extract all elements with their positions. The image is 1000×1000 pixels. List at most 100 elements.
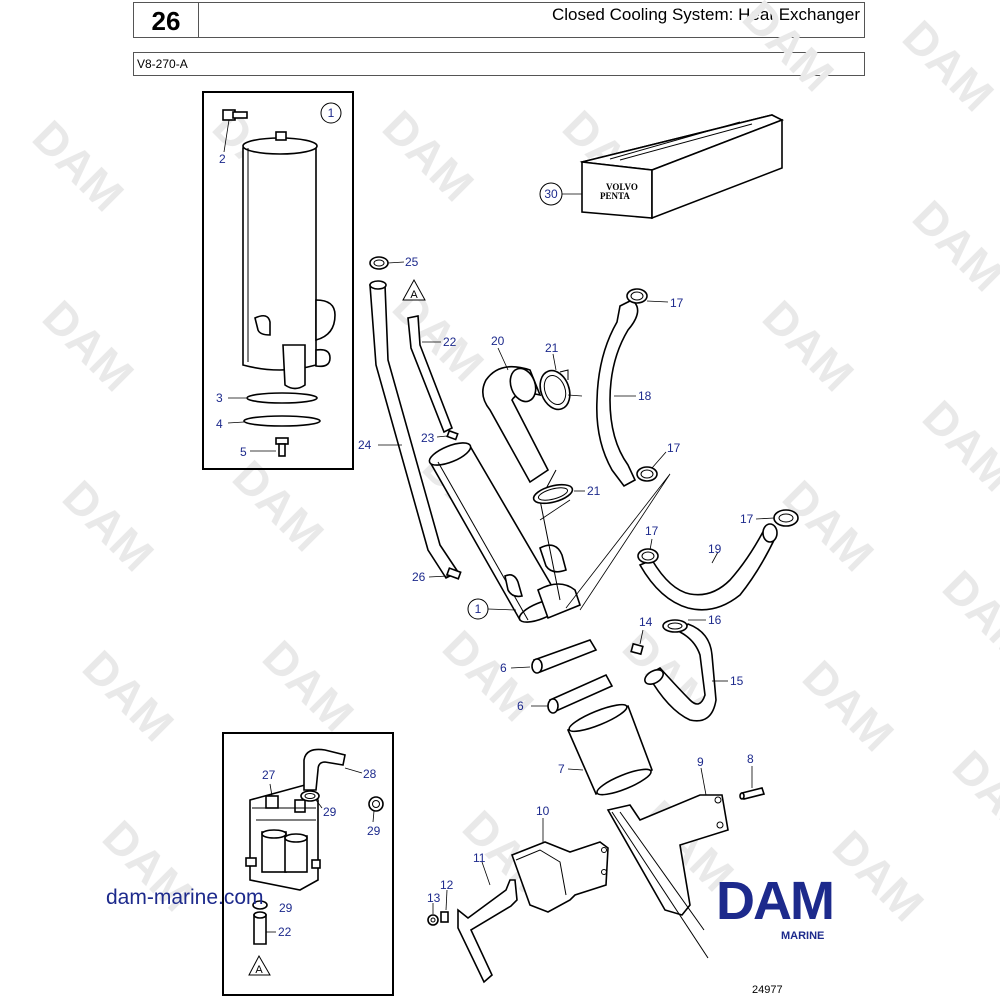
- dam-logo-subtitle: MARINE: [781, 930, 825, 942]
- clamp-17-top: [626, 288, 648, 304]
- clamp-26: [445, 567, 462, 580]
- zinc-anode-7: [566, 703, 654, 796]
- bracket-9: [606, 794, 729, 916]
- clamp-14: [630, 642, 644, 656]
- label-4: 4: [216, 417, 223, 431]
- clamp-29-c: [252, 900, 268, 910]
- clamp-21-lower: [532, 483, 574, 505]
- callout-1-main: 1: [475, 602, 482, 616]
- clamp-17-right: [773, 509, 799, 527]
- gasket-4: [243, 415, 321, 427]
- label-27: 27: [262, 768, 276, 782]
- label-17-a: 17: [670, 296, 684, 310]
- o-ring-3: [246, 392, 318, 404]
- label-29-b: 29: [367, 824, 381, 838]
- label-26: 26: [412, 570, 426, 584]
- label-25: 25: [405, 255, 419, 269]
- label-29-c: 29: [279, 901, 293, 915]
- clamp-21-upper: [539, 369, 571, 411]
- heat-exchanger-main: [428, 442, 581, 623]
- model-code: V8-270-A: [133, 52, 865, 76]
- clamp-23: [446, 429, 459, 441]
- label-18: 18: [638, 389, 652, 403]
- marker-a-bottom: A: [255, 964, 263, 976]
- watermark-1: DAM: [23, 110, 134, 221]
- label-8: 8: [747, 752, 754, 766]
- marker-a-top: A: [410, 289, 418, 301]
- label-15: 15: [730, 674, 744, 688]
- box-brand-penta: PENTA: [600, 191, 630, 201]
- marker-a-bottom-triangle: [248, 954, 271, 976]
- label-19: 19: [708, 542, 722, 556]
- label-3: 3: [216, 391, 223, 405]
- label-17-b: 17: [667, 441, 681, 455]
- watermark-16: DAM: [73, 640, 184, 751]
- watermark-18: DAM: [433, 620, 544, 731]
- watermark-9: DAM: [753, 290, 864, 401]
- label-21-lower: 21: [587, 484, 601, 498]
- watermark-3: DAM: [373, 100, 484, 211]
- bolt-2: [222, 109, 248, 121]
- label-13: 13: [427, 891, 441, 905]
- label-17-d: 17: [740, 512, 754, 526]
- clamp-16: [662, 619, 688, 633]
- heat-exchanger-inset: [242, 131, 336, 390]
- label-7: 7: [558, 762, 565, 776]
- clamp-17-lower: [637, 548, 659, 564]
- label-23: 23: [421, 431, 435, 445]
- label-28: 28: [363, 767, 377, 781]
- callout-1-inset: 1: [328, 106, 335, 120]
- watermark-7: DAM: [33, 290, 144, 401]
- label-24: 24: [358, 438, 372, 452]
- clamp-29-b: [368, 796, 384, 812]
- label-14: 14: [639, 615, 653, 629]
- label-12: 12: [440, 878, 454, 892]
- header-box: 26 Closed Cooling System: Heat Exchanger: [133, 2, 865, 38]
- watermark-layer: DAM DAM DAM DAM DAM DAM DAM DAM DAM DAM …: [23, 0, 1000, 931]
- inset-box-bottom: [222, 732, 394, 996]
- stud-8: [739, 787, 766, 800]
- pump-assembly: [245, 784, 321, 891]
- hose-22-top: [407, 315, 454, 434]
- hose-28: [303, 748, 346, 791]
- page-title: Closed Cooling System: Heat Exchanger: [551, 5, 860, 24]
- dam-logo: DAM: [716, 871, 835, 931]
- label-5: 5: [240, 445, 247, 459]
- label-16: 16: [708, 613, 722, 627]
- label-22-top: 22: [443, 335, 457, 349]
- box-brand-volvo: VOLVO: [606, 182, 638, 192]
- label-17-c: 17: [645, 524, 659, 538]
- label-29-a: 29: [323, 805, 337, 819]
- watermark-12: DAM: [223, 450, 334, 561]
- watermark-15: DAM: [913, 390, 1000, 501]
- seal-ring-6-upper: [531, 639, 598, 674]
- label-21-upper: 21: [545, 341, 559, 355]
- label-20: 20: [491, 334, 505, 348]
- label-22-bottom: 22: [278, 925, 292, 939]
- label-6-lower: 6: [517, 699, 524, 713]
- watermark-21: DAM: [933, 560, 1000, 671]
- watermark-10: DAM: [903, 190, 1000, 301]
- watermark-26: DAM: [943, 740, 1000, 851]
- label-6-upper: 6: [500, 661, 507, 675]
- hose-18: [595, 299, 639, 488]
- website-link[interactable]: dam-marine.com: [106, 886, 264, 909]
- clamp-17-mid: [636, 466, 658, 482]
- seal-ring-6-lower: [547, 673, 614, 714]
- watermark-6: DAM: [893, 10, 1000, 121]
- watermark-17: DAM: [253, 630, 364, 741]
- screw-5: [275, 437, 289, 457]
- hose-22-bottom: [253, 914, 267, 945]
- bracket-10: [510, 841, 609, 913]
- inset-box-top: [202, 91, 354, 470]
- clamp-29-a: [300, 790, 320, 802]
- page-number: 26: [134, 3, 199, 37]
- watermark-5: DAM: [733, 0, 844, 101]
- callout-30: 30: [544, 187, 558, 201]
- watermark-20: DAM: [793, 650, 904, 761]
- marker-a-top-triangle: [402, 278, 426, 301]
- reference-number: 24977: [752, 984, 783, 996]
- clamp-25: [369, 256, 389, 270]
- callout-circle-1-inset: [320, 102, 342, 124]
- label-10: 10: [536, 804, 550, 818]
